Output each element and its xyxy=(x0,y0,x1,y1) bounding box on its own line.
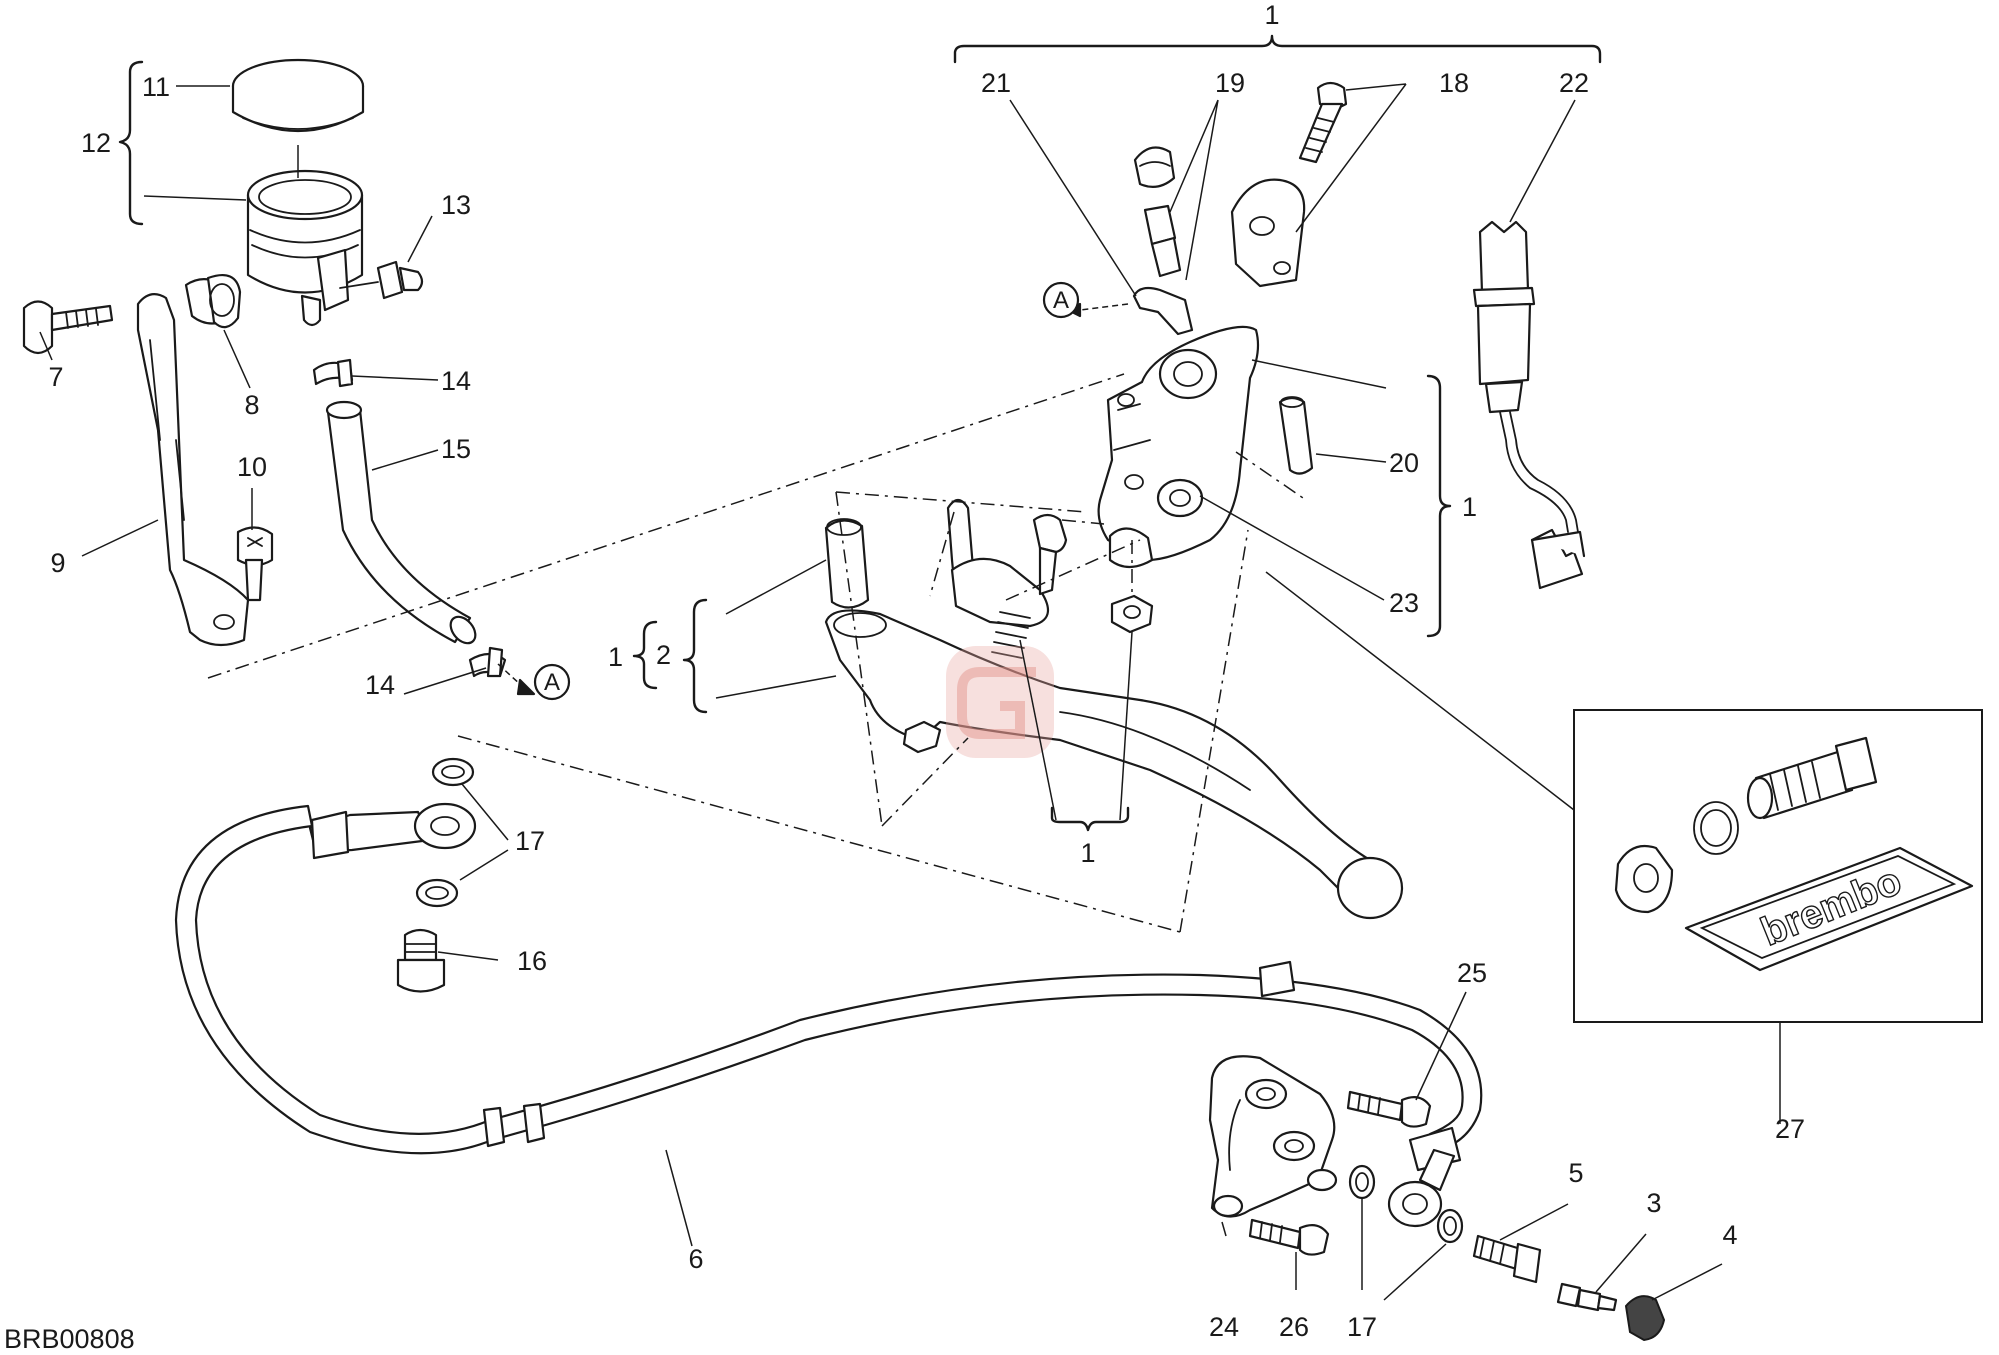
slave-washer-left-part xyxy=(1348,1164,1376,1200)
callout-labels: 1 1 1 1 2 3 4 5 6 7 8 9 10 11 12 13 14 1… xyxy=(48,0,1805,1342)
callout-5: 5 xyxy=(1568,1158,1583,1188)
lever-nut-part xyxy=(1110,594,1154,634)
callout-1-top: 1 xyxy=(1264,0,1279,30)
reference-a-top-label: A xyxy=(1053,287,1069,314)
callout-4: 4 xyxy=(1722,1220,1737,1250)
callout-6: 6 xyxy=(688,1244,703,1274)
reservoir-bolt-part xyxy=(339,260,424,300)
lever-brace-1 xyxy=(632,620,658,690)
banjo-bolt-part xyxy=(396,928,446,993)
reference-a-bottom: A xyxy=(497,663,571,701)
master-cylinder-body-part xyxy=(1097,325,1260,569)
return-spring-part xyxy=(991,611,1031,659)
bleeder-valve-part xyxy=(1556,1282,1618,1312)
repair-kit-inset: brembo xyxy=(1573,709,1983,1023)
callout-17-bottom: 17 xyxy=(1347,1312,1377,1342)
pushrod-adjuster-part xyxy=(946,498,1068,628)
alignment-lines xyxy=(207,373,1307,933)
callout-14-top: 14 xyxy=(441,366,471,396)
lever-brace-bottom xyxy=(1050,806,1130,832)
hose-clamp-top-part xyxy=(312,358,354,388)
bracket-bolt-part xyxy=(22,300,114,355)
callout-24: 24 xyxy=(1209,1312,1239,1342)
bleed-cap-part xyxy=(1133,146,1176,189)
bushing-part xyxy=(824,518,870,609)
braces xyxy=(118,34,1602,832)
kit-piston-part xyxy=(1746,736,1878,820)
bleed-nipple-part xyxy=(1143,204,1182,278)
callout-16: 16 xyxy=(517,946,547,976)
reservoir-part xyxy=(246,169,364,327)
clutch-hose-part xyxy=(174,804,1483,1172)
banjo-washer-bottom-part xyxy=(415,878,459,908)
slave-bolt-lower-part xyxy=(1248,1218,1330,1256)
callout-17-top: 17 xyxy=(515,826,545,856)
callout-18: 18 xyxy=(1439,68,1469,98)
slave-banjo-part xyxy=(1387,1148,1456,1228)
callout-7: 7 xyxy=(48,362,63,392)
watermark-logo xyxy=(946,646,1054,758)
reservoir-cap-part xyxy=(231,58,365,133)
callout-23: 23 xyxy=(1389,588,1419,618)
bracket-screw-part xyxy=(236,526,274,602)
callout-8: 8 xyxy=(244,390,259,420)
rubber-spacer-part xyxy=(184,274,242,329)
callout-21: 21 xyxy=(981,68,1011,98)
slave-washer-right-part xyxy=(1436,1208,1464,1244)
assembly-brace-right xyxy=(1426,374,1452,638)
lever-brace-2 xyxy=(682,598,708,714)
bleeder-cap-part xyxy=(1624,1295,1666,1342)
drawing-code: BRB00808 xyxy=(4,1324,135,1354)
elbow-fitting-part xyxy=(1132,286,1194,336)
slave-cylinder-part xyxy=(1208,1055,1338,1218)
clamp-bolt-part xyxy=(1298,81,1348,164)
callout-14-bottom: 14 xyxy=(365,670,395,700)
banjo-fitting-part xyxy=(308,802,477,860)
reference-a-bottom-label: A xyxy=(544,669,560,696)
callout-10: 10 xyxy=(237,452,267,482)
callout-11: 11 xyxy=(142,72,170,102)
callout-9: 9 xyxy=(50,548,65,578)
banjo-washer-top-part xyxy=(431,757,475,787)
clutch-lever-part xyxy=(824,609,1404,920)
reservoir-bracket-part xyxy=(136,293,250,647)
brake-light-switch-part xyxy=(1472,220,1586,590)
callout-1-left: 1 xyxy=(608,642,623,672)
slave-bolt-5-part xyxy=(1472,1234,1542,1284)
callout-20: 20 xyxy=(1389,448,1419,478)
clamp-cap-part xyxy=(1230,178,1306,288)
reference-a-top: A xyxy=(1042,281,1129,319)
callout-1-bottom: 1 xyxy=(1080,838,1095,868)
slave-bolt-upper-part xyxy=(1346,1090,1432,1128)
callout-3: 3 xyxy=(1646,1188,1661,1218)
assembly-brace-top xyxy=(953,34,1602,64)
lever-pin-part xyxy=(1278,396,1314,475)
callout-22: 22 xyxy=(1559,68,1589,98)
callout-19: 19 xyxy=(1215,68,1245,98)
callout-27: 27 xyxy=(1775,1114,1805,1144)
leader-lines xyxy=(39,83,1781,1301)
callout-2: 2 xyxy=(656,640,671,670)
kit-circlip-part xyxy=(1693,801,1739,855)
callout-15: 15 xyxy=(441,434,471,464)
callout-25: 25 xyxy=(1457,958,1487,988)
callout-1-right: 1 xyxy=(1462,492,1477,522)
kit-seal-part xyxy=(1614,844,1674,914)
reservoir-brace xyxy=(118,60,144,226)
callout-26: 26 xyxy=(1279,1312,1309,1342)
callout-13: 13 xyxy=(441,190,471,220)
reservoir-hose-part xyxy=(325,400,477,645)
callout-12: 12 xyxy=(81,128,111,158)
